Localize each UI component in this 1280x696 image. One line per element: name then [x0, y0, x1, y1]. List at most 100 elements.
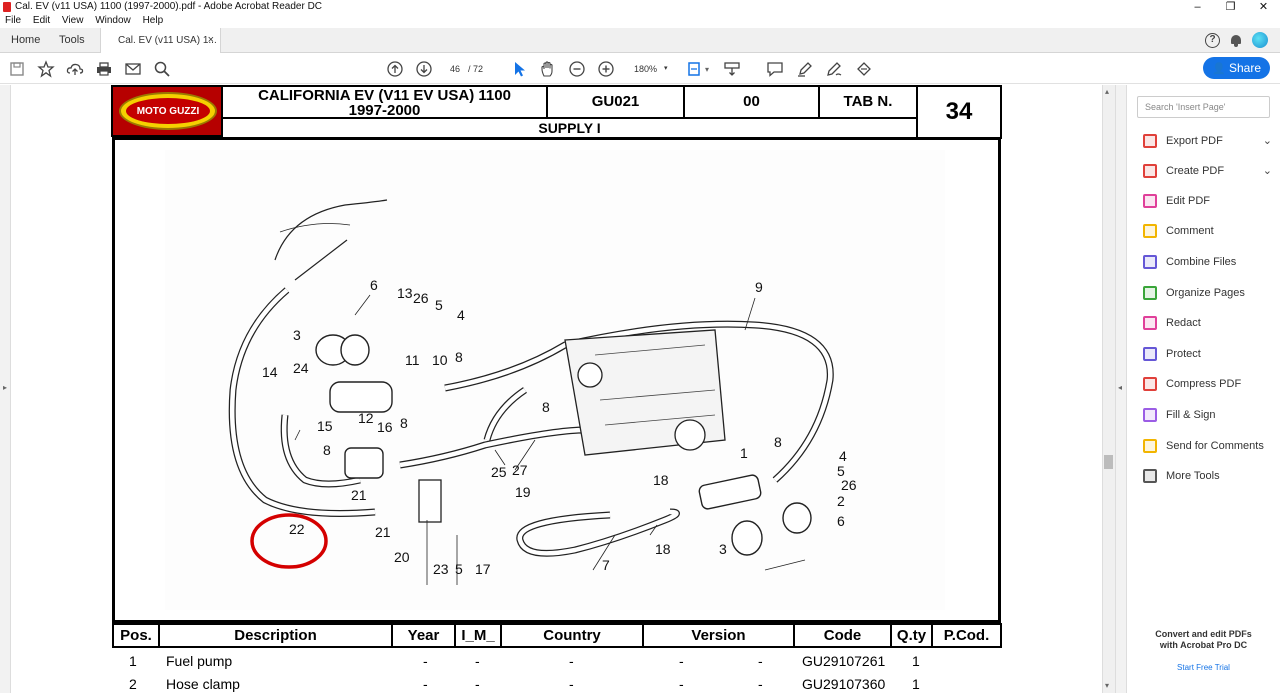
callout-number: 6 [837, 513, 845, 529]
row-version: - [679, 653, 684, 669]
tool-edit-pdf[interactable]: Edit PDF [1142, 191, 1272, 211]
menu-view[interactable]: View [61, 15, 84, 26]
menu-window[interactable]: Window [95, 15, 131, 26]
tool-redact[interactable]: Redact [1142, 313, 1272, 333]
select-cursor-icon[interactable] [510, 60, 528, 78]
model-years: 1997-2000 [348, 102, 421, 119]
search-icon[interactable] [153, 60, 171, 78]
comment-icon[interactable] [766, 60, 784, 78]
callout-number: 5 [455, 561, 463, 577]
row-country: - [569, 653, 574, 669]
col-code: Code [793, 623, 892, 648]
avatar[interactable] [1252, 32, 1268, 48]
scrollbar-thumb[interactable] [1104, 455, 1113, 469]
export-pdf-icon [1143, 134, 1157, 148]
row-version: - [679, 676, 684, 692]
menu-file[interactable]: File [5, 15, 22, 26]
menu-help[interactable]: Help [142, 15, 164, 26]
collapse-right-panel-icon[interactable]: ◂ [1118, 383, 1123, 392]
tool-fill-sign[interactable]: Fill & Sign [1142, 405, 1272, 425]
pdf-app-icon [3, 2, 11, 12]
start-free-trial-link[interactable]: Start Free Trial [1177, 663, 1230, 672]
tab-close-button[interactable]: × [207, 34, 214, 46]
row-country: - [569, 676, 574, 692]
tool-send-for-comments[interactable]: Send for Comments [1142, 436, 1272, 456]
callout-number: 8 [774, 434, 782, 450]
scroll-up-icon[interactable]: ▴ [1105, 87, 1110, 96]
page-number-input[interactable]: 46 [449, 64, 460, 74]
tool-combine-files[interactable]: Combine Files [1142, 252, 1272, 272]
callout-number: 11 [405, 352, 420, 368]
callout-number: 5 [837, 463, 845, 479]
tool-more-tools[interactable]: More Tools [1142, 466, 1272, 486]
help-icon[interactable]: ? [1205, 32, 1220, 48]
callout-number: 19 [515, 484, 531, 500]
callout-number: 1 [740, 445, 748, 461]
upload-cloud-icon[interactable] [66, 60, 84, 78]
menu-bar: File Edit View Window Help [0, 14, 1280, 28]
menu-edit[interactable]: Edit [32, 15, 51, 26]
vertical-scrollbar[interactable]: ▴ ▾ [1102, 85, 1115, 693]
tab-home[interactable]: Home [11, 34, 41, 46]
send-for-comments-icon [1143, 439, 1157, 453]
callout-number: 12 [358, 410, 374, 426]
print-icon[interactable] [95, 60, 113, 78]
moto-guzzi-logo: MOTO GUZZI [111, 85, 223, 137]
zoom-in-icon[interactable] [597, 60, 615, 78]
fit-options-chevron-icon[interactable]: ▾ [705, 65, 710, 74]
model-title-cell: CALIFORNIA EV (V11 EV USA) 1100 1997-200… [221, 85, 548, 119]
expand-left-panel-icon[interactable]: ▸ [3, 383, 8, 392]
callout-number: 8 [323, 442, 331, 458]
callout-number: 14 [262, 364, 278, 380]
more-tools-icon [1143, 469, 1157, 483]
tab-label: TAB N. [818, 85, 918, 119]
red-annotation-circle [250, 513, 328, 569]
fill-sign-icon[interactable] [855, 60, 873, 78]
tool-organize-pages[interactable]: Organize Pages [1142, 283, 1272, 303]
revision-code: 00 [683, 85, 820, 119]
logo-text: MOTO GUZZI [126, 98, 210, 124]
next-page-icon[interactable] [415, 60, 433, 78]
save-icon[interactable] [8, 60, 26, 78]
header-actions: ? [1205, 32, 1268, 48]
bookmark-star-icon[interactable] [37, 60, 55, 78]
highlight-pen-icon[interactable] [796, 60, 814, 78]
left-panel-gutter[interactable]: ▸ [0, 85, 11, 693]
hand-tool-icon[interactable] [539, 60, 557, 78]
previous-page-icon[interactable] [386, 60, 404, 78]
callout-number: 17 [475, 561, 491, 577]
pdf-page: MOTO GUZZI CALIFORNIA EV (V11 EV USA) 11… [111, 85, 1003, 693]
share-button[interactable]: 👤 Share [1203, 57, 1270, 79]
scroll-down-icon[interactable]: ▾ [1105, 681, 1110, 690]
chevron-down-icon[interactable]: ⌄ [1262, 165, 1272, 177]
fit-page-icon[interactable] [686, 60, 704, 78]
maximize-button[interactable]: ❐ [1225, 1, 1236, 13]
tool-protect[interactable]: Protect [1142, 344, 1272, 364]
callout-number: 8 [400, 415, 408, 431]
tool-compress-pdf[interactable]: Compress PDF [1142, 374, 1272, 394]
close-window-button[interactable]: ✕ [1258, 1, 1269, 13]
window-title: Cal. EV (v11 USA) 1100 (1997-2000).pdf -… [15, 1, 323, 12]
right-panel-gutter[interactable]: ◂ [1115, 85, 1127, 693]
email-icon[interactable] [124, 60, 142, 78]
callout-number: 2 [837, 493, 845, 509]
scroll-mode-icon[interactable] [723, 60, 741, 78]
tool-export-pdf[interactable]: Export PDF ⌄ [1142, 131, 1272, 151]
tool-create-pdf[interactable]: Create PDF ⌄ [1142, 161, 1272, 181]
callout-number: 3 [719, 541, 727, 557]
row-dash: - [758, 676, 763, 692]
chevron-down-icon[interactable]: ⌄ [1262, 135, 1272, 147]
callout-number: 10 [432, 352, 448, 368]
col-im: I_M_ [454, 623, 502, 648]
callout-number: 5 [435, 297, 443, 313]
zoom-select[interactable]: 180% ▾ [628, 61, 672, 77]
notifications-icon[interactable] [1230, 34, 1242, 47]
tool-comment[interactable]: Comment [1142, 221, 1272, 241]
minimize-button[interactable]: – [1194, 1, 1201, 13]
tools-search-input[interactable]: Search 'Insert Page' [1137, 96, 1270, 118]
zoom-out-icon[interactable] [568, 60, 586, 78]
draw-pencil-icon[interactable] [825, 60, 843, 78]
tab-tools[interactable]: Tools [59, 34, 85, 46]
tab-document[interactable]: Cal. EV (v11 USA) 1... × [100, 28, 221, 53]
